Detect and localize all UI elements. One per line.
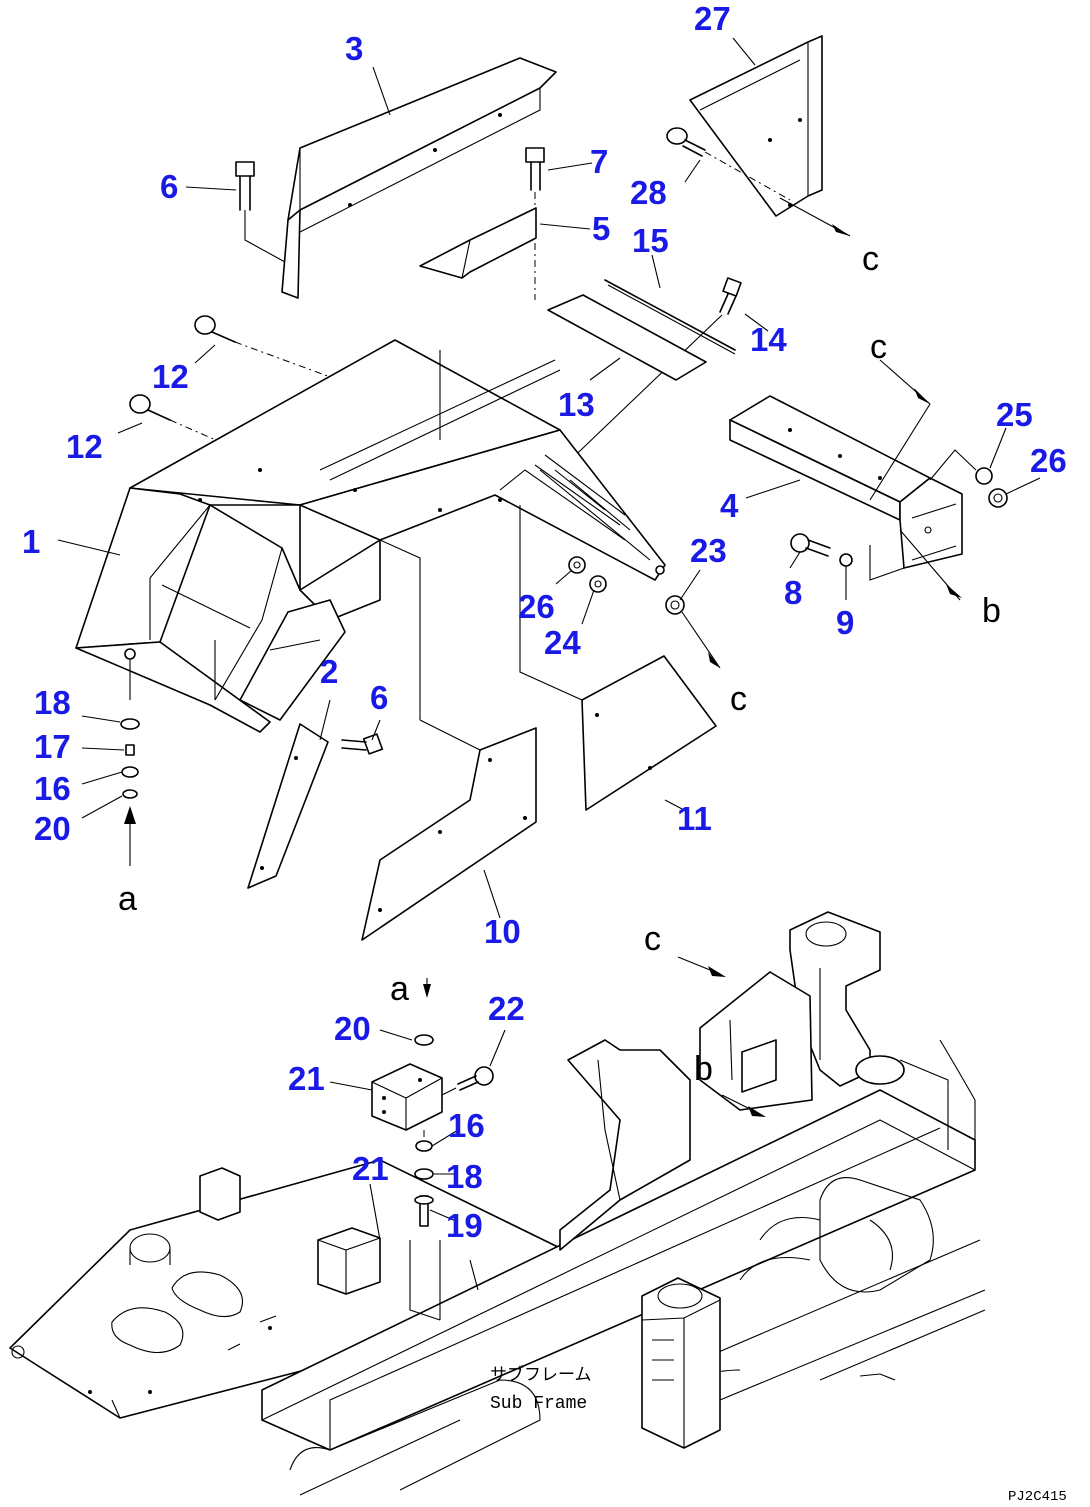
ref-letter-b-lower: b [694,1050,713,1088]
label-18a: 18 [34,684,71,721]
label-5: 5 [592,210,610,247]
label-8: 8 [784,574,802,611]
drawing-code: PJ2C415 [1008,1489,1067,1505]
label-16b: 16 [448,1107,485,1144]
label-3: 3 [345,30,363,67]
label-10: 10 [484,913,521,950]
part-8-bolt [790,533,831,557]
label-16a: 16 [34,770,71,807]
label-12a: 12 [152,358,189,395]
label-18b: 18 [446,1158,483,1195]
label-12b: 12 [66,428,103,465]
ref-letter-b-right: b [982,592,1001,630]
label-13: 13 [558,386,595,423]
ref-letter-c-lower: c [644,920,661,958]
part-24-washer [589,575,607,593]
part-13-plate [547,294,707,381]
part-5-bracket [419,207,537,279]
label-6a: 6 [160,168,178,205]
part-6-bolt-upper [235,161,286,263]
part-2-side-plate [247,723,329,889]
label-9: 9 [836,604,854,641]
part-14-bolt [559,277,742,471]
part-27-side-panel [689,35,823,217]
part-26-nut-center [568,556,586,574]
label-17: 17 [34,728,71,765]
label-24: 24 [544,624,581,661]
sub-frame-label-en: Sub Frame [490,1394,587,1414]
part-10-lower-plate [361,539,537,941]
label-27: 27 [694,0,731,37]
part-1-main-frame [75,339,666,733]
part-25-washer [929,449,993,485]
label-6b: 6 [370,679,388,716]
label-15: 15 [632,222,669,259]
part-21-bracket-upper [371,1063,443,1131]
label-11: 11 [677,800,712,837]
part-23-nut [665,595,721,669]
label-4: 4 [720,487,739,524]
label-22: 22 [488,990,525,1027]
label-23: 23 [690,532,727,569]
washer-stack-lower [414,1130,434,1227]
part-22-bolt [441,1066,494,1096]
part-26-nut-right [988,488,1008,508]
ref-letter-a-left: a [118,880,137,918]
leader-lines [57,37,1041,1241]
label-28: 28 [630,174,667,211]
label-2: 2 [320,653,338,690]
part-11-right-plate [519,505,717,811]
washer-stack-left [120,660,140,866]
part-6-bolt-middle [341,733,384,755]
label-20b: 20 [334,1010,371,1047]
ref-letter-c-top: c [862,240,879,278]
part-15-strip [604,279,736,355]
part-20-washer-lower [414,1034,434,1046]
label-26b: 26 [1030,442,1067,479]
label-1: 1 [22,523,40,560]
label-7: 7 [590,143,608,180]
part-4-beam [729,359,963,601]
label-25: 25 [996,396,1033,433]
label-21b: 21 [352,1150,389,1187]
label-20a: 20 [34,810,71,847]
part-28-bolt [666,127,851,237]
ref-letter-a-lower: a [390,970,409,1008]
ref-letter-c-mid: c [730,680,747,718]
part-3-top-cover [281,57,557,299]
sub-frame-label-jp: サブフレーム [490,1364,592,1385]
label-26a: 26 [518,588,555,625]
part-9-nut [839,553,853,567]
arrow-a-lower [423,978,431,998]
label-14: 14 [750,321,787,358]
label-19: 19 [446,1207,483,1244]
ref-letter-c-beam: c [870,328,887,366]
label-21a: 21 [288,1060,325,1097]
